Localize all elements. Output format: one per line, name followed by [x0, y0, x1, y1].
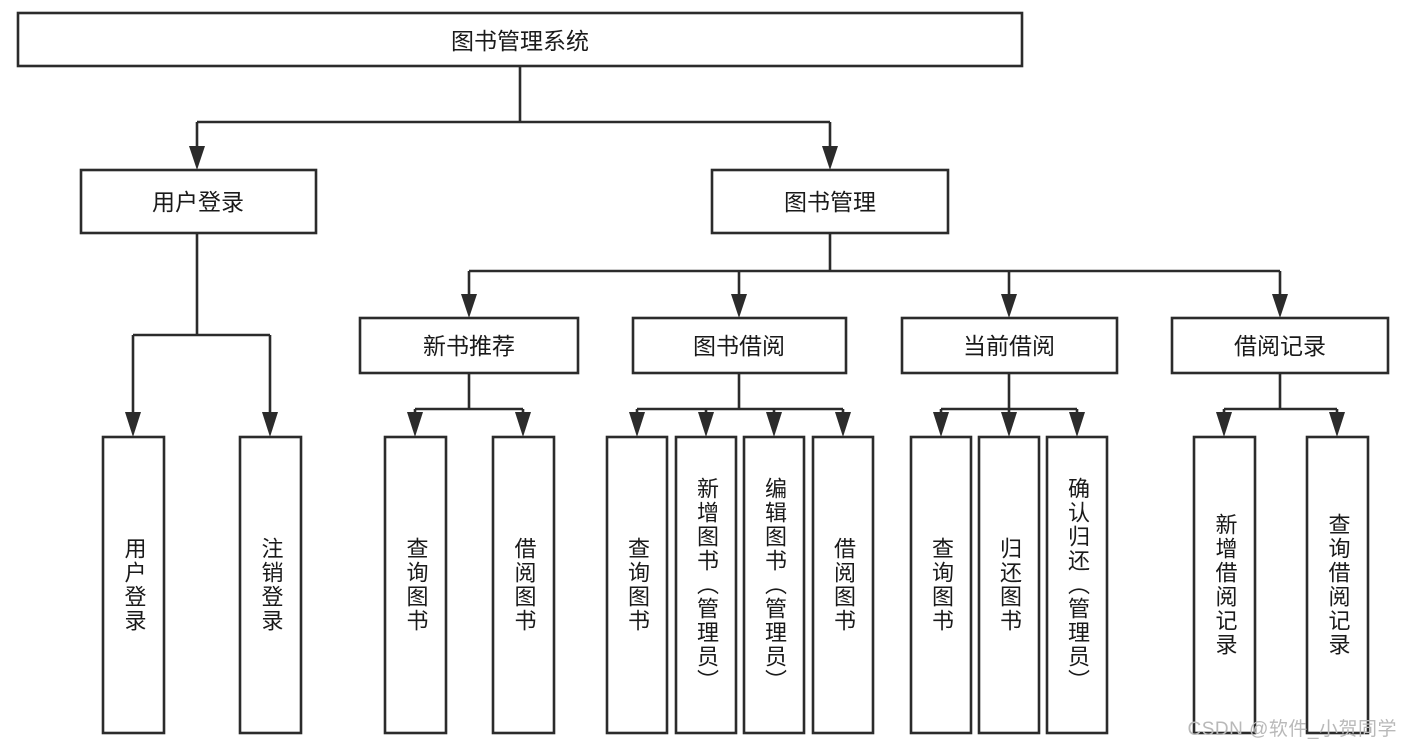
arrow-head-leaf-logout [262, 412, 278, 437]
arrow-head-leaf-query-record [1329, 412, 1345, 437]
arrow-head-current-borrow [1001, 294, 1017, 318]
leaf-box-user-login[interactable] [101, 435, 166, 735]
arrow-head-leaf-borrow-book-b [835, 412, 851, 437]
leaf-box-query-book-b[interactable] [605, 435, 669, 735]
node-book-manage-box[interactable] [710, 168, 950, 235]
node-borrow-record-box[interactable] [1170, 316, 1390, 375]
node-new-book-recommend-box[interactable] [358, 316, 580, 375]
arrow-head-leaf-add-record [1216, 412, 1232, 437]
leaf-group-book-borrow [605, 435, 875, 735]
node-root-box[interactable] [16, 11, 1024, 68]
connectors-book-borrow-to-leaves [629, 373, 851, 437]
leaf-box-add-record[interactable] [1192, 435, 1257, 735]
arrow-head-book-manage [822, 146, 838, 170]
connectors-borrow-record-to-leaves [1216, 373, 1345, 437]
node-current-borrow[interactable]: 当前借阅 [900, 316, 1119, 375]
node-current-borrow-label: 当前借阅 [963, 333, 1055, 359]
leaf-box-return-book[interactable] [977, 435, 1041, 735]
connectors-root-to-level2 [189, 66, 838, 170]
node-borrow-record[interactable]: 借阅记录 [1170, 316, 1390, 375]
leaf-box-query-book-c[interactable] [909, 435, 973, 735]
arrow-head-leaf-return-book [1001, 412, 1017, 437]
node-book-manage-label: 图书管理 [784, 189, 876, 215]
leaf-box-confirm-return[interactable] [1045, 435, 1109, 735]
leaf-box-borrow-book-a[interactable] [491, 435, 556, 735]
leaf-group-current-borrow [909, 435, 1109, 735]
node-user-login-label: 用户登录 [152, 189, 244, 215]
leaf-group-new-book-recommend [383, 435, 556, 735]
arrow-head-leaf-edit-book [766, 412, 782, 437]
node-book-borrow-box[interactable] [631, 316, 848, 375]
arrow-head-leaf-query-book-a [407, 412, 423, 437]
leaf-group-borrow-record [1192, 435, 1370, 735]
leaf-box-add-book[interactable] [674, 435, 738, 735]
leaf-box-logout[interactable] [238, 435, 303, 735]
arrow-head-borrow-record [1272, 294, 1288, 318]
node-user-login[interactable]: 用户登录 [79, 168, 318, 235]
arrow-head-user-login [189, 146, 205, 170]
node-root[interactable]: 图书管理系统 [16, 11, 1024, 68]
arrow-head-leaf-query-book-c [933, 412, 949, 437]
connectors-user-login-to-leaves [125, 233, 278, 437]
arrow-head-leaf-borrow-book-a [515, 412, 531, 437]
leaf-box-query-record[interactable] [1305, 435, 1370, 735]
watermark: CSDN @软件_小贺同学 [1187, 719, 1397, 740]
arrow-head-leaf-user-login [125, 412, 141, 437]
node-new-book-recommend-label: 新书推荐 [423, 333, 515, 359]
node-book-borrow[interactable]: 图书借阅 [631, 316, 848, 375]
arrow-head-leaf-query-book-b [629, 412, 645, 437]
arrow-head-book-borrow [731, 294, 747, 318]
node-book-manage[interactable]: 图书管理 [710, 168, 950, 235]
connectors-book-manage-to-level3 [461, 233, 1288, 318]
leaf-box-borrow-book-b[interactable] [811, 435, 875, 735]
node-root-label: 图书管理系统 [451, 28, 589, 54]
node-user-login-box[interactable] [79, 168, 318, 235]
node-new-book-recommend[interactable]: 新书推荐 [358, 316, 580, 375]
connectors-current-borrow-to-leaves [933, 373, 1085, 437]
arrow-head-leaf-add-book [698, 412, 714, 437]
leaf-box-query-book-a[interactable] [383, 435, 448, 735]
leaf-box-edit-book[interactable] [742, 435, 806, 735]
arrow-head-leaf-confirm-return [1069, 412, 1085, 437]
connectors-new-book-to-leaves [407, 373, 531, 437]
leaf-group-user-login [101, 435, 303, 735]
node-current-borrow-box[interactable] [900, 316, 1119, 375]
node-book-borrow-label: 图书借阅 [693, 333, 785, 359]
node-borrow-record-label: 借阅记录 [1234, 333, 1326, 359]
arrow-head-new-book [461, 294, 477, 318]
